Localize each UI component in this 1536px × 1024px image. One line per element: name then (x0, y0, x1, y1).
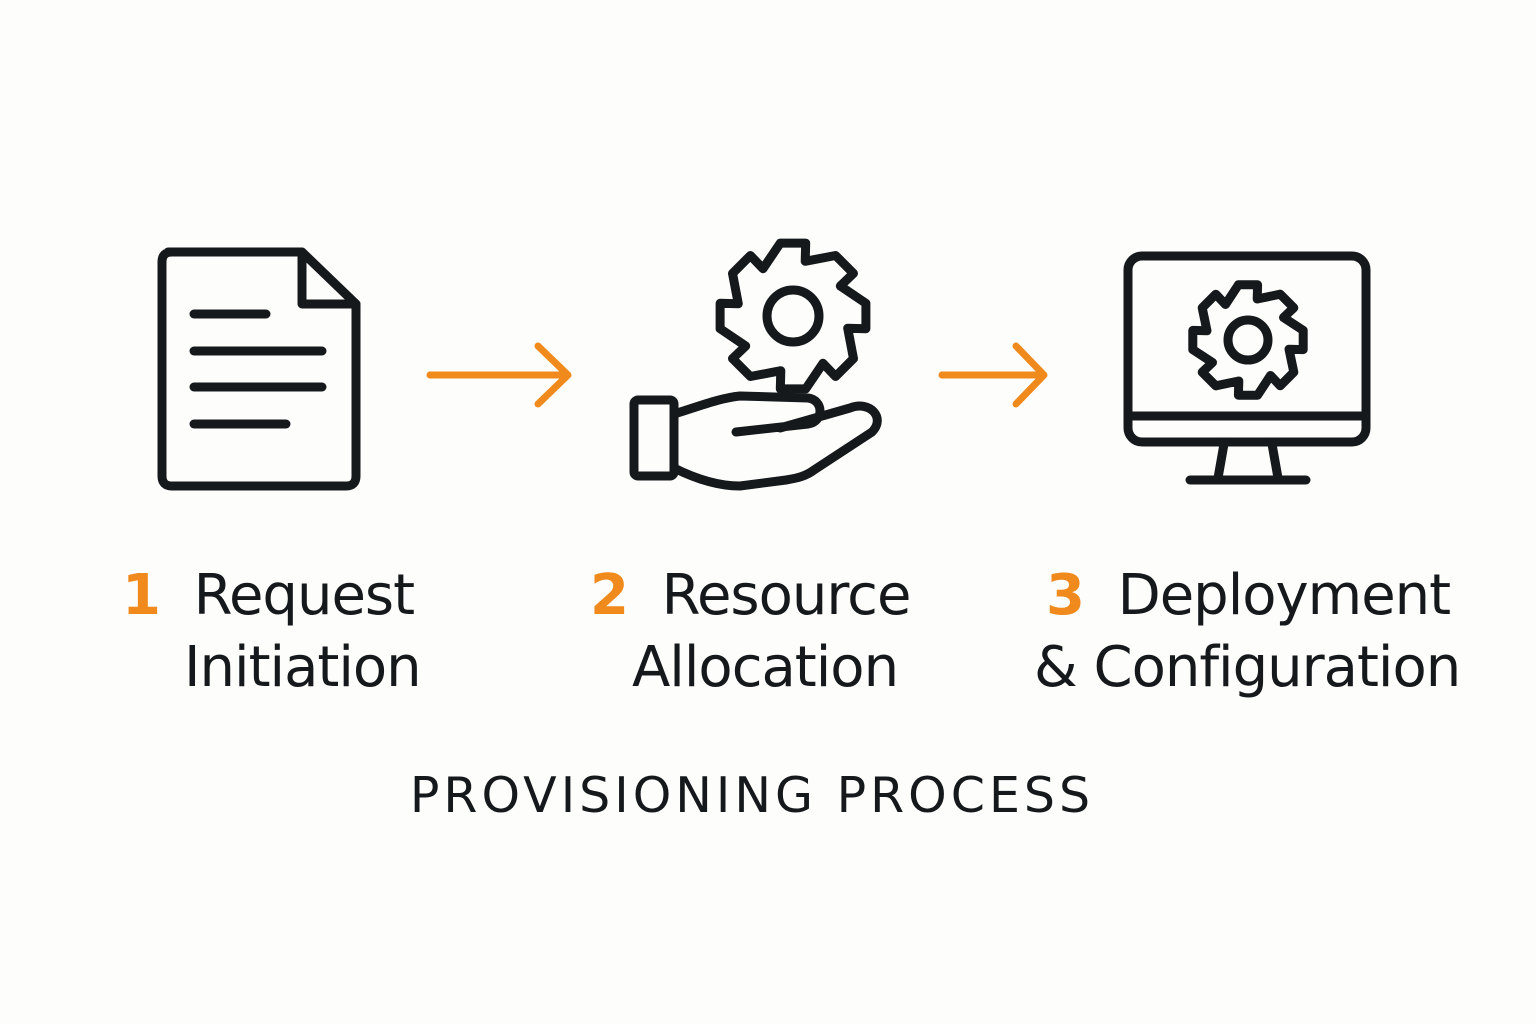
step-2-label: 2 Resource Allocation (590, 560, 912, 704)
document-icon (157, 247, 361, 491)
gear-icon (1188, 280, 1308, 400)
step-2-title-line1: Resource (661, 563, 912, 628)
arrow-right-icon (938, 342, 1048, 408)
gear-outline (1188, 280, 1308, 400)
arrow-right-icon (426, 342, 572, 408)
gear-hole (1223, 315, 1273, 365)
gear-icon (715, 238, 871, 394)
step-2-title-line2: Allocation (632, 635, 899, 700)
step-1-number: 1 (122, 563, 161, 628)
step-1-title-line1: Request (193, 563, 415, 628)
step-1-label: 1 Request Initiation (122, 560, 422, 704)
monitor-gear-icon (1123, 251, 1371, 485)
step-3-title-line2: & Configuration (1034, 635, 1461, 700)
step-2-number: 2 (590, 563, 629, 628)
step-3-title-line1: Deployment (1117, 563, 1452, 628)
step-3-label: 3 Deployment & Configuration (1034, 560, 1461, 704)
step-3-number: 3 (1046, 563, 1085, 628)
diagram-title: PROVISIONING PROCESS (409, 767, 1095, 824)
gear-outline (715, 238, 871, 394)
hand-gear-icon (629, 238, 882, 491)
gear-hole (762, 285, 824, 347)
step-1-title-line2: Initiation (184, 635, 422, 700)
